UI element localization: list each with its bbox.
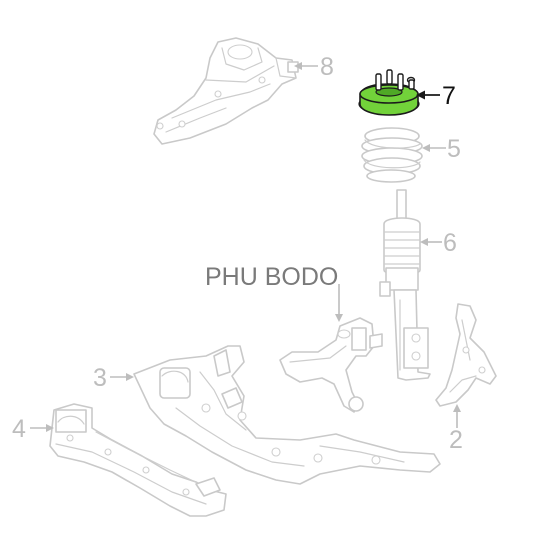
part-4-crossmember-beam xyxy=(49,403,227,517)
callout-5: 5 xyxy=(447,135,461,163)
callout-numbers: 8 7 5 6 3 4 2 xyxy=(12,53,463,454)
watermark-text: PHU BODO xyxy=(205,263,338,291)
lower-control-arm xyxy=(279,317,383,413)
part-5-coil-spring xyxy=(361,127,423,183)
callout-3: 3 xyxy=(93,364,107,392)
part-6-shock-absorber xyxy=(379,189,431,381)
part-3-front-subframe xyxy=(133,345,441,485)
callout-7: 7 xyxy=(442,82,456,110)
part-7-strut-mount xyxy=(358,69,420,116)
callout-4: 4 xyxy=(12,415,26,443)
part-2-steering-knuckle xyxy=(435,303,497,407)
leader-lines xyxy=(30,62,461,432)
callout-6: 6 xyxy=(443,229,457,257)
part-8-strut-tower-bracket xyxy=(153,37,299,145)
callout-8: 8 xyxy=(320,53,334,81)
callout-2: 2 xyxy=(449,426,463,454)
